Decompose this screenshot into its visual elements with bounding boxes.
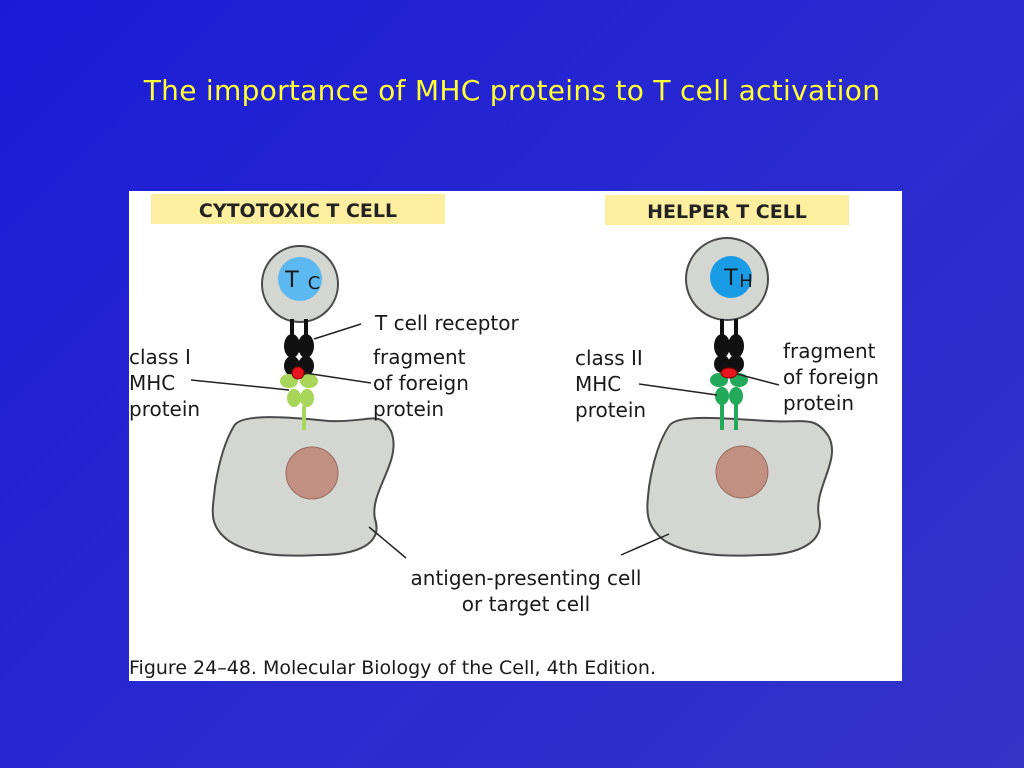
right-mhc-label-line3: protein — [575, 398, 646, 422]
apc-label-line2: or target cell — [462, 592, 590, 616]
left-receptor-label: T cell receptor — [374, 311, 520, 335]
left-apc-nucleus — [285, 446, 339, 500]
right-t-cell-receptor — [714, 319, 744, 373]
right-fragment-label-line2: of foreign — [783, 365, 879, 389]
apc-pointer-right — [620, 533, 670, 556]
right-fragment-label-line1: fragment — [783, 339, 876, 363]
left-fragment-label-line1: fragment — [373, 345, 466, 369]
helper-banner-bg — [605, 195, 849, 225]
right-mhc-label-line1: class II — [575, 346, 643, 370]
apc-pointer-left — [368, 526, 407, 559]
left-mhc-pointer — [190, 379, 290, 391]
left-fragment-pointer — [304, 372, 372, 384]
right-fragment-pointer — [736, 373, 780, 386]
left-fragment-label-line2: of foreign — [373, 371, 469, 395]
right-peptide-fragment — [720, 367, 738, 379]
left-fragment-label-line3: protein — [373, 397, 444, 421]
slide-title: The importance of MHC proteins to T cell… — [143, 74, 881, 107]
figure-caption: Figure 24–48. Molecular Biology of the C… — [129, 657, 656, 679]
left-mhc-label-line1: class I — [129, 345, 191, 369]
right-apc-nucleus — [715, 445, 769, 499]
cytotoxic-banner-bg — [151, 194, 445, 224]
helper-banner-text: HELPER T CELL — [647, 201, 807, 223]
left-mhc-label-line2: MHC — [129, 371, 175, 395]
apc-label-line1: antigen-presenting cell — [411, 566, 642, 590]
left-receptor-pointer — [313, 323, 362, 340]
left-mhc-label-line3: protein — [129, 397, 200, 421]
cytotoxic-banner-text: CYTOTOXIC T CELL — [199, 200, 397, 222]
left-t-cell-nucleus — [278, 257, 322, 301]
left-t-cell-label-sub: C — [308, 273, 321, 294]
right-t-cell-nucleus — [710, 256, 752, 298]
mhc-diagram: CYTOTOXIC T CELL HELPER T CELL T C T cel… — [129, 194, 879, 679]
left-peptide-fragment — [291, 366, 305, 380]
right-fragment-label-line3: protein — [783, 391, 854, 415]
figure-panel: CYTOTOXIC T CELL HELPER T CELL T C T cel… — [129, 191, 902, 681]
right-t-cell-label-main: T — [723, 266, 738, 291]
right-t-cell-label-sub: H — [739, 271, 753, 292]
right-mhc-label-line2: MHC — [575, 372, 621, 396]
left-t-cell-label-main: T — [284, 268, 299, 293]
right-mhc-pointer — [638, 383, 718, 396]
